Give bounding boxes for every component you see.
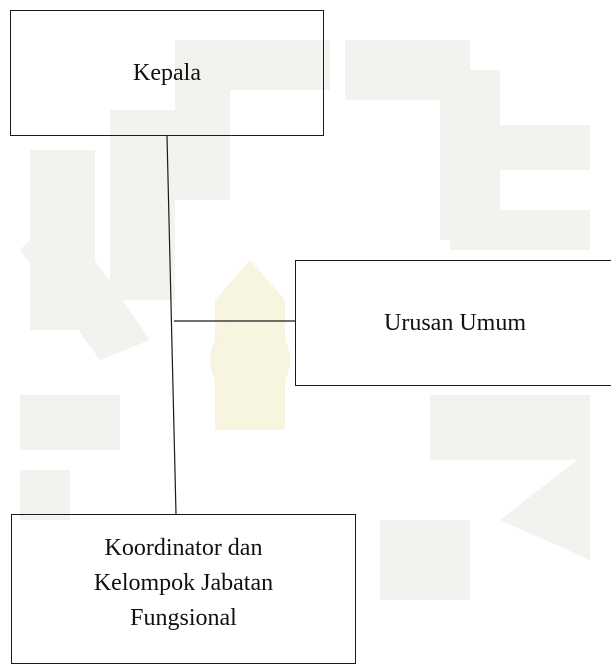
connector-head-to-functional-group xyxy=(166,135,177,515)
node-head-label: Kepala xyxy=(133,59,201,86)
node-general-affairs[interactable]: Urusan Umum xyxy=(295,260,611,386)
node-functional-group-label: Koordinator dan Kelompok Jabatan Fungsio… xyxy=(93,535,274,631)
node-general-affairs-label: Urusan Umum xyxy=(384,309,526,336)
node-functional-group[interactable]: Koordinator dan Kelompok Jabatan Fungsio… xyxy=(11,514,356,664)
node-head[interactable]: Kepala xyxy=(10,10,324,136)
